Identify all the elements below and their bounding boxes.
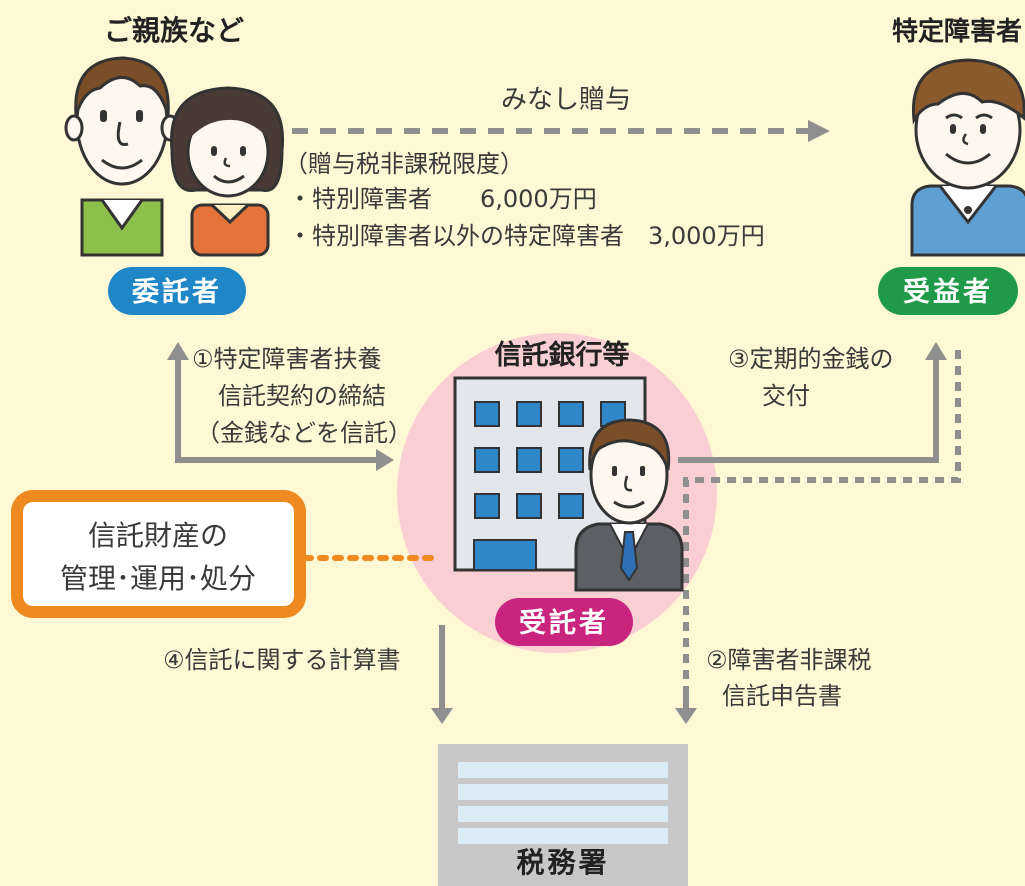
step3-arrow bbox=[678, 358, 939, 463]
step1-line-3: （金銭などを信託） bbox=[196, 419, 412, 447]
recipient-illustration bbox=[910, 58, 1025, 257]
bank-illustration bbox=[453, 376, 684, 592]
step3-line-2: 交付 bbox=[762, 382, 810, 410]
step2-arrowhead bbox=[675, 708, 697, 724]
dotted-route bbox=[683, 350, 961, 700]
step4-label: ④信託に関する計算書 bbox=[163, 646, 401, 674]
trustor-badge-label: 委託者 bbox=[132, 276, 222, 308]
step1-arrow bbox=[175, 358, 378, 463]
management-line-1: 信託財産の bbox=[88, 519, 228, 552]
trustee-badge bbox=[495, 598, 633, 646]
gift-label: みなし贈与 bbox=[501, 85, 631, 115]
recipient-heading: 特定障害者 bbox=[892, 16, 1022, 47]
step4-arrowhead bbox=[431, 708, 453, 724]
step2-line-2: 信託申告書 bbox=[722, 682, 842, 710]
family-heading: ご親族など bbox=[104, 14, 244, 47]
bank-heading: 信託銀行等 bbox=[495, 339, 630, 371]
step1-arrowhead-right bbox=[376, 449, 394, 471]
gift-special-line: ・特別障害者 6,000万円 bbox=[288, 185, 597, 213]
gift-arrowhead bbox=[808, 120, 830, 142]
trustor-badge bbox=[108, 267, 246, 315]
beneficiary-badge bbox=[878, 267, 1018, 315]
tax-office-label: 税務署 bbox=[516, 846, 609, 879]
tax-office-building bbox=[438, 744, 688, 886]
step1-arrowhead-up bbox=[167, 342, 189, 360]
beneficiary-badge-label: 受益者 bbox=[903, 276, 993, 308]
step1-line-1: ①特定障害者扶養 bbox=[192, 345, 382, 373]
trustee-badge-label: 受託者 bbox=[519, 607, 609, 639]
step3-line-1: ③定期的金銭の bbox=[728, 345, 894, 373]
gift-other-line: ・特別障害者以外の特定障害者 3,000万円 bbox=[288, 222, 765, 250]
step2-line-1: ②障害者非課税 bbox=[706, 646, 872, 674]
family-illustration bbox=[64, 56, 285, 257]
management-box bbox=[11, 490, 306, 618]
gift-limit-title: （贈与税非課税限度） bbox=[284, 150, 524, 178]
step3-arrowhead bbox=[925, 342, 947, 360]
management-line-2: 管理･運用･処分 bbox=[60, 562, 256, 595]
step1-line-2: 信託契約の締結 bbox=[218, 382, 386, 410]
